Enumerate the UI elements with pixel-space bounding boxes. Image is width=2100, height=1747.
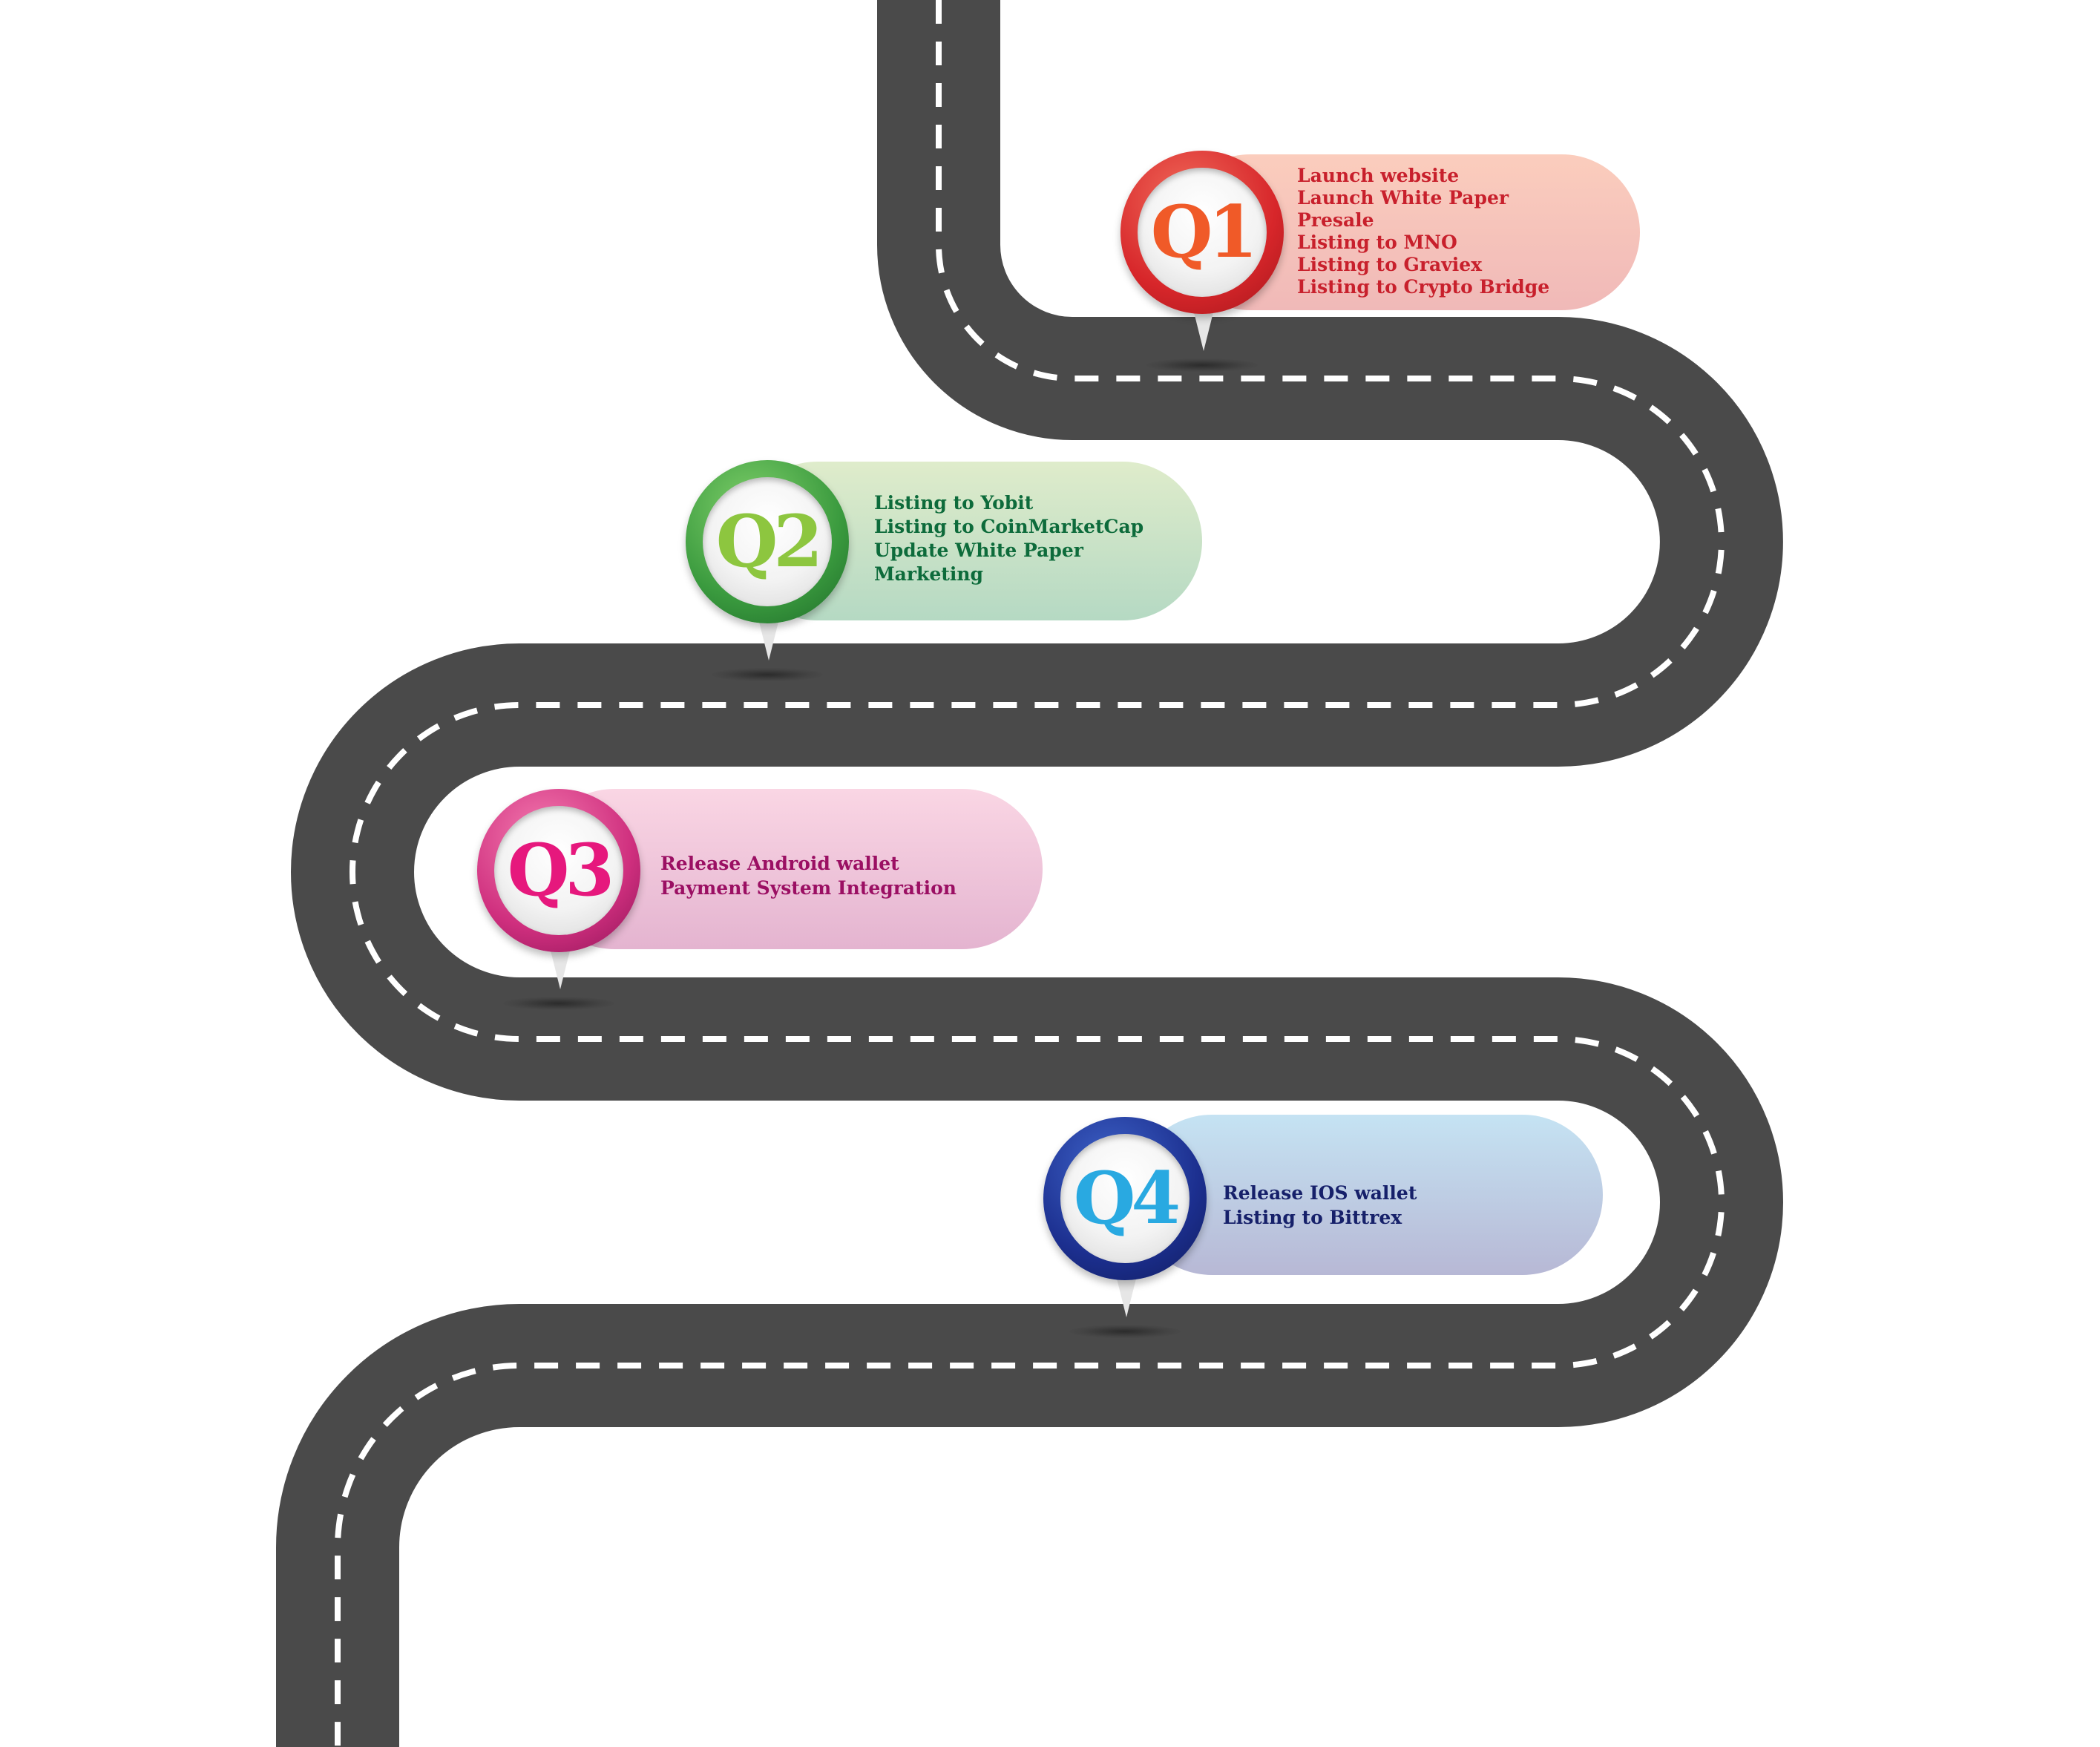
q1-item: Listing to MNO [1297, 232, 1457, 253]
q1-item: Listing to Graviex [1297, 254, 1483, 275]
pin-face [494, 806, 623, 935]
q3-label: Q3 [507, 828, 614, 912]
q2-item: Update White Paper [874, 540, 1083, 561]
q1-item-list: Launch website Launch White Paper Presal… [1297, 165, 1549, 298]
q3-item-list: Release Android wallet Payment System In… [660, 851, 957, 900]
q1-item: Listing to Crypto Bridge [1297, 276, 1550, 298]
q4-label: Q4 [1073, 1156, 1181, 1240]
q1-label: Q1 [1150, 190, 1258, 274]
pin-shadow [503, 997, 614, 1010]
q4-item-list: Release IOS wallet Listing to Bittrex [1223, 1181, 1417, 1230]
q2-label: Q2 [715, 499, 823, 583]
pin-face [1138, 168, 1267, 297]
pin-shadow [1069, 1325, 1181, 1338]
q4-item: Listing to Bittrex [1223, 1207, 1402, 1228]
road [276, 0, 1783, 1747]
q1-item: Launch website [1297, 165, 1460, 186]
q4-item: Release IOS wallet [1223, 1182, 1417, 1204]
q3-item: Payment System Integration [660, 877, 957, 899]
banner-q4 [1132, 1115, 1603, 1275]
q1-item: Launch White Paper [1297, 187, 1509, 209]
q2-item-list: Listing to Yobit Listing to CoinMarketCa… [874, 491, 1143, 586]
pin-face [1060, 1134, 1190, 1263]
q2-item: Marketing [874, 563, 983, 585]
pin-shadow [1146, 358, 1258, 372]
q2-item: Listing to Yobit [874, 492, 1034, 514]
pin-face [703, 477, 832, 606]
q2-item: Listing to CoinMarketCap [874, 516, 1144, 537]
pin-shadow [712, 668, 823, 681]
q1-item: Presale [1297, 209, 1374, 231]
q3-item: Release Android wallet [660, 853, 899, 874]
